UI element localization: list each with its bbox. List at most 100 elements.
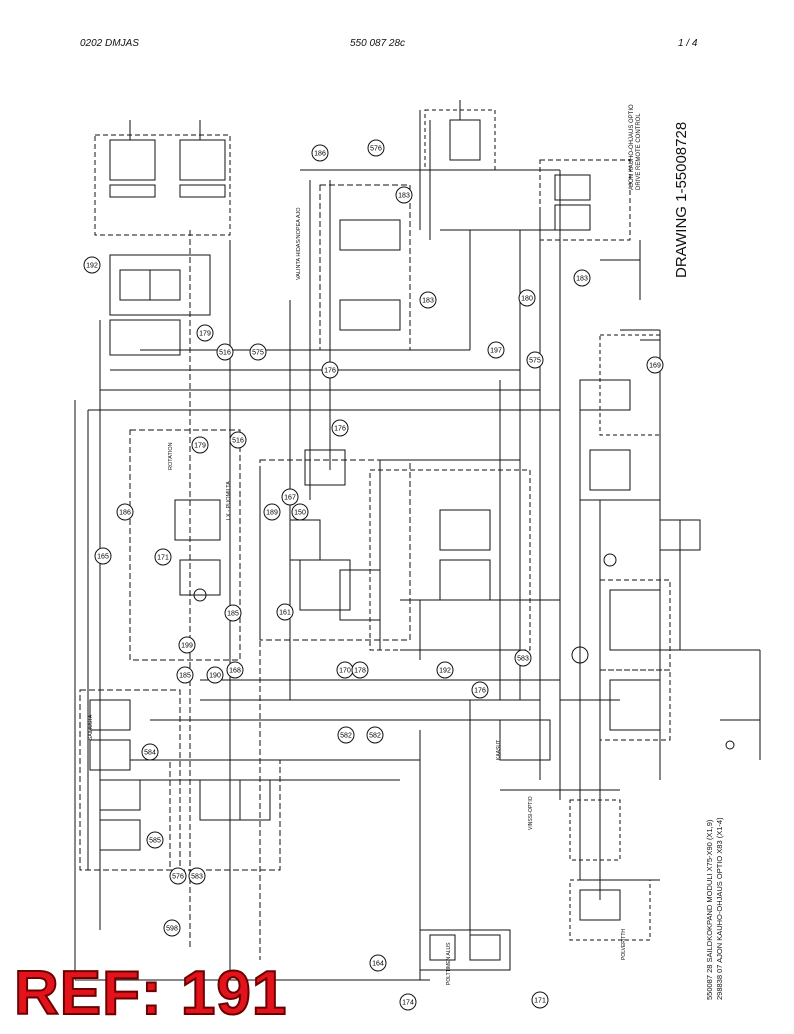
- callout-text: 178: [354, 668, 366, 675]
- callout-bubble: 585: [146, 831, 164, 849]
- callout-bubble: 178: [351, 661, 369, 679]
- valve-blocks: [89, 119, 661, 961]
- callout-bubble: 180: [518, 289, 536, 307]
- callout-text: 174: [402, 1000, 414, 1007]
- callout-bubble: 169: [646, 356, 664, 374]
- side-label-polttimen: POLTTIMEN ALUS: [446, 942, 452, 985]
- callout-text: 179: [194, 443, 206, 450]
- callout-bubble: 176: [471, 681, 489, 699]
- callout-bubble: 171: [531, 991, 549, 1009]
- side-label-polveritth: POLVERITTH: [621, 929, 627, 960]
- callout-text: 167: [284, 495, 296, 502]
- callout-bubble: 176: [331, 419, 349, 437]
- callout-bubble: 199: [178, 636, 196, 654]
- callout-text: 582: [340, 733, 352, 740]
- callout-bubble: 575: [249, 343, 267, 361]
- callout-text: 576: [172, 874, 184, 881]
- callout-text: 186: [119, 510, 131, 517]
- callout-text: 169: [649, 363, 661, 370]
- callout-text: 183: [422, 298, 434, 305]
- callout-text: 176: [474, 688, 486, 695]
- callout-bubble: 197: [487, 341, 505, 359]
- callout-text: 185: [179, 673, 191, 680]
- callout-bubble: 179: [196, 324, 214, 342]
- callout-text: 192: [439, 668, 451, 675]
- callout-text: 598: [166, 926, 178, 933]
- callout-bubble: 192: [436, 661, 454, 679]
- callout-bubble: 582: [337, 726, 355, 744]
- callout-bubble: 186: [311, 144, 329, 162]
- top-right-label-1: AJON KAUHO-OHJAUS OPTIO: [629, 104, 635, 190]
- callout-text: 183: [576, 276, 588, 283]
- callout-bubble: 174: [399, 993, 417, 1011]
- callout-bubble: 516: [216, 343, 234, 361]
- callout-text: 582: [369, 733, 381, 740]
- callout-text: 516: [219, 350, 231, 357]
- callout-text: 189: [266, 510, 278, 517]
- callout-bubble: 150: [291, 503, 309, 521]
- callout-text: 186: [314, 151, 326, 158]
- callout-text: 183: [398, 193, 410, 200]
- callout-bubble: 171: [154, 548, 172, 566]
- callout-bubble: 583: [188, 867, 206, 885]
- callout-bubble: 176: [321, 361, 339, 379]
- callout-text: 150: [294, 510, 306, 517]
- drawing-title: DRAWING 1-55008728: [673, 122, 690, 278]
- callout-bubble: 183: [419, 291, 437, 309]
- callout-bubble: 190: [206, 666, 224, 684]
- callout-bubble: 516: [229, 431, 247, 449]
- side-label-vinssi: VINSSI-OPTIO: [528, 796, 534, 830]
- side-label-valinta: VALINTA HIDAS/NOPEA AJO: [296, 207, 302, 280]
- callout-bubble: 575: [526, 351, 544, 369]
- callout-text: 516: [232, 438, 244, 445]
- callout-bubble: 584: [141, 743, 159, 761]
- callout-bubble: 189: [263, 503, 281, 521]
- callout-text: 190: [209, 673, 221, 680]
- callout-text: 176: [324, 368, 336, 375]
- callout-bubble: 186: [116, 503, 134, 521]
- callout-text: 576: [370, 146, 382, 153]
- callout-bubble: 165: [94, 547, 112, 565]
- callout-bubble: 179: [191, 436, 209, 454]
- callout-bubble: 185: [224, 604, 242, 622]
- callout-text: 171: [534, 998, 546, 1005]
- top-right-label-2: DRIVE REMOTE CONTROL: [636, 113, 642, 190]
- callout-bubble: 161: [276, 603, 294, 621]
- footer-line-2: 298838 07 AJON KAUHO-OHJAUS OPTIO X83 (X…: [715, 817, 724, 1000]
- callout-bubble: 164: [369, 954, 387, 972]
- callout-bubble: 185: [176, 666, 194, 684]
- callout-bubbles: 192 179 516 575 176 176 197 575 516 183 …: [83, 139, 664, 1011]
- callout-bubble: 576: [169, 867, 187, 885]
- rotated-labels: DRAWING 1-55008728 550087 28 SAILDKOKPAN…: [88, 104, 724, 1000]
- callout-bubble: 183: [395, 186, 413, 204]
- callout-text: 179: [199, 331, 211, 338]
- callout-text: 176: [334, 426, 346, 433]
- callout-text: 171: [157, 555, 169, 562]
- callout-bubble: 583: [514, 649, 532, 667]
- callout-bubble: 170: [336, 661, 354, 679]
- header-center: 550 087 28c: [350, 38, 406, 49]
- callout-bubble: 598: [163, 919, 181, 937]
- callout-text: 170: [339, 668, 351, 675]
- footer-line-1: 550087 28 SAILDKOKPAND MODULI X75-X90 (X…: [705, 819, 714, 1000]
- callout-text: 180: [521, 296, 533, 303]
- ref-label: REF: 191: [13, 958, 288, 1029]
- header-left: 0202 DMJAS: [80, 38, 139, 49]
- callout-text: 161: [279, 610, 291, 617]
- side-label-kaasut: KAASUT: [496, 740, 502, 760]
- callout-text: 165: [97, 554, 109, 561]
- callout-text: 164: [372, 961, 384, 968]
- callout-text: 199: [181, 643, 193, 650]
- callout-bubble: 192: [83, 256, 101, 274]
- callout-text: 585: [149, 838, 161, 845]
- callout-text: 575: [252, 350, 264, 357]
- header-right: 1 / 4: [678, 38, 698, 49]
- callout-bubble: 582: [366, 726, 384, 744]
- callout-bubble: 576: [367, 139, 385, 157]
- callout-text: 197: [490, 348, 502, 355]
- callout-text: 192: [86, 263, 98, 270]
- callout-bubble: 168: [226, 661, 244, 679]
- callout-bubble: 183: [573, 269, 591, 287]
- side-label-lx: LX - PUOMILTA: [226, 481, 232, 520]
